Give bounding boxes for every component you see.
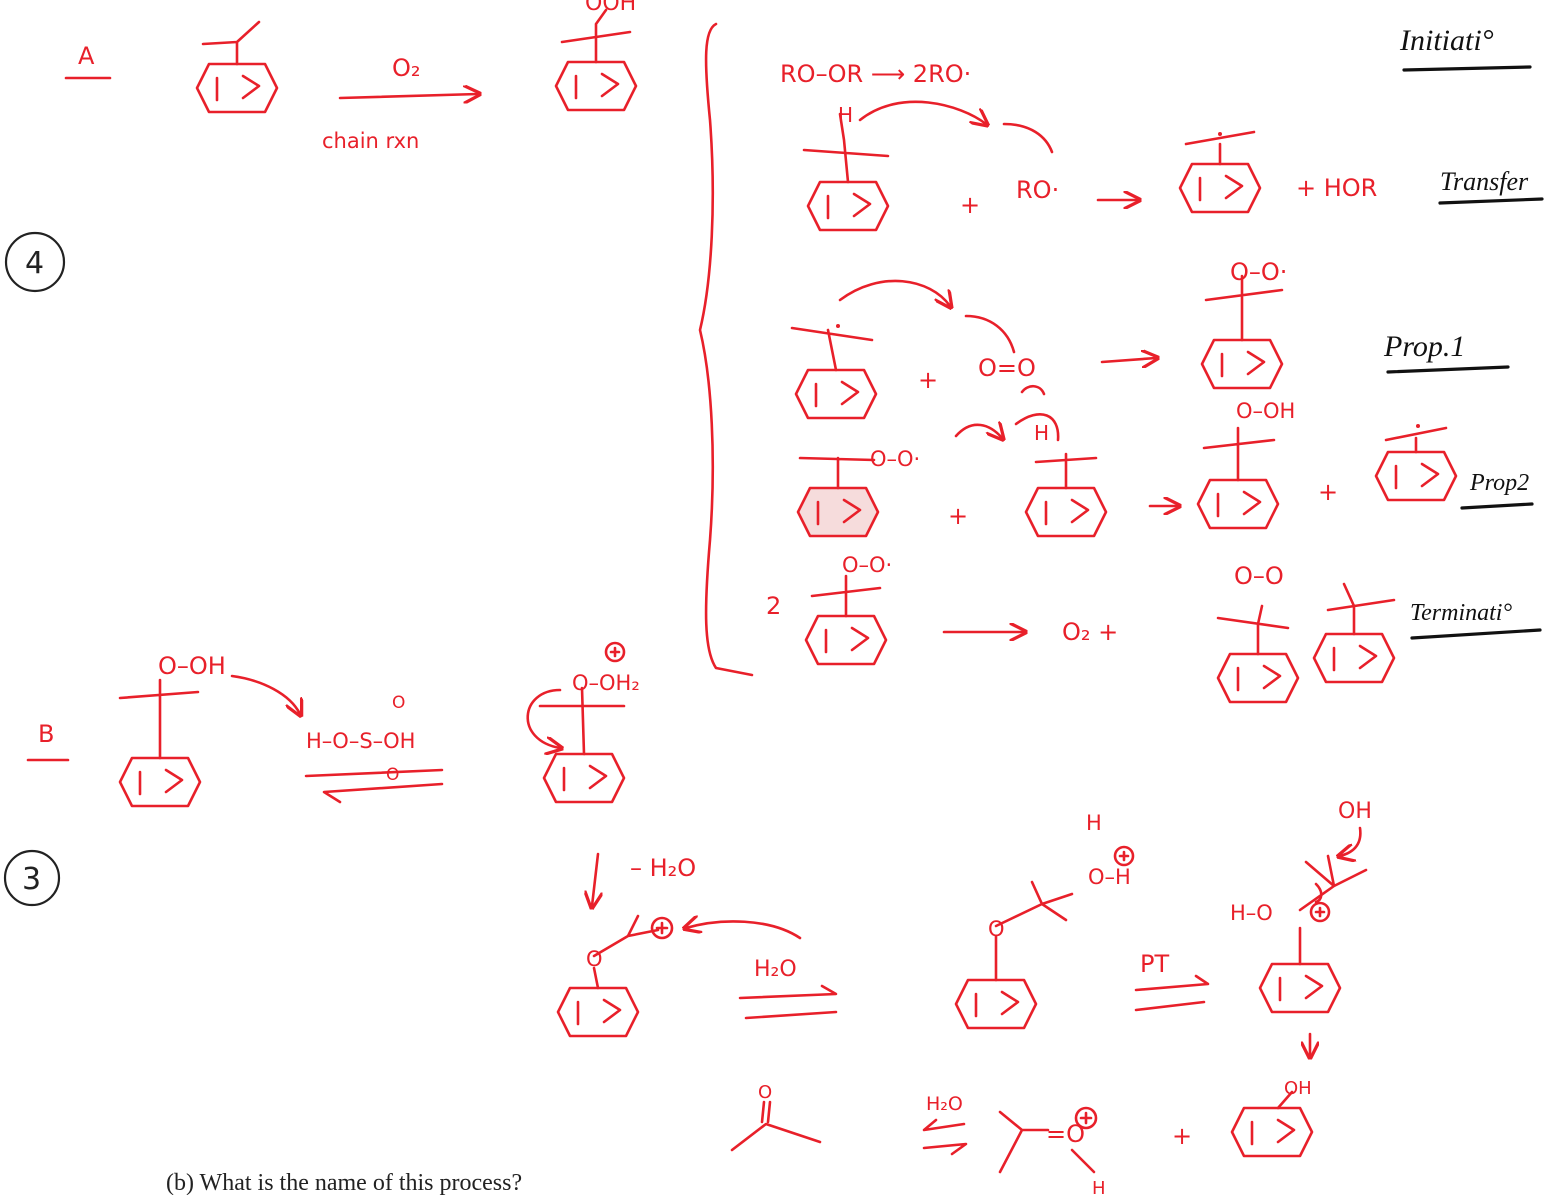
oxonium-h: H xyxy=(1086,811,1102,835)
ro-radical: RO· xyxy=(1016,176,1059,204)
svg-text:3: 3 xyxy=(22,862,41,897)
svg-text:H: H xyxy=(838,103,853,127)
svg-text:H: H xyxy=(1092,1178,1106,1195)
oxonium-oh: O–H xyxy=(1088,865,1131,889)
transfer-cumene xyxy=(802,112,890,232)
circled-3: 3 xyxy=(3,849,61,907)
step-transfer: Transfer xyxy=(1440,167,1529,196)
svg-text:4: 4 xyxy=(25,246,44,281)
dicumyl-peroxide xyxy=(1216,582,1396,704)
b-hydroperoxide xyxy=(118,678,202,808)
prop2-cumene xyxy=(1024,452,1108,538)
svg-text:OH: OH xyxy=(1338,799,1372,824)
chain-rxn-label: chain rxn xyxy=(322,129,419,153)
water-equilibrium-label: H₂O xyxy=(926,1093,963,1115)
cumene-hydroperoxide xyxy=(554,8,638,112)
svg-text:+: + xyxy=(918,366,938,394)
minus-water: – H₂O xyxy=(630,854,696,882)
svg-text:H–O: H–O xyxy=(1230,901,1273,925)
svg-text:O–OH: O–OH xyxy=(1236,399,1295,423)
svg-text:O–OH₂: O–OH₂ xyxy=(572,671,640,695)
water-nucleophile: H₂O xyxy=(754,957,797,982)
hemiketal-oxonium xyxy=(954,880,1074,1030)
question-text: (b) What is the name of this process? xyxy=(166,1170,522,1195)
cumyl-radical xyxy=(1178,130,1262,214)
equilibrium-3 xyxy=(1134,974,1210,992)
svg-text:O–O·: O–O· xyxy=(842,553,892,577)
oxocarbenium-ion xyxy=(556,914,660,1038)
prop2-hydroperoxide xyxy=(1196,426,1280,530)
svg-text:+: + xyxy=(1172,1122,1192,1150)
step-termination: Terminati° xyxy=(1410,600,1512,626)
protonated-peroxide xyxy=(538,686,626,804)
svg-text:O–OH: O–OH xyxy=(158,652,226,680)
part-a-label: A xyxy=(78,42,95,70)
ooh-label: OOH xyxy=(585,0,636,16)
equilibrium-1 xyxy=(304,768,444,778)
initiation-equation: RO–OR ⟶ 2RO· xyxy=(780,60,971,88)
step-initiation: Initiati° xyxy=(1399,24,1494,57)
prop2-peroxy xyxy=(796,456,880,538)
equilibrium-2 xyxy=(738,984,838,1000)
svg-text:O–O·: O–O· xyxy=(1230,258,1287,286)
prop1-cumyl-radical xyxy=(790,324,878,420)
svg-text:O: O xyxy=(758,1082,772,1103)
svg-text:O–O·: O–O· xyxy=(870,447,920,471)
svg-text:+: + xyxy=(960,191,980,219)
coefficient-2: 2 xyxy=(766,592,781,620)
term-peroxy xyxy=(804,574,888,666)
equilibrium-4 xyxy=(922,1118,966,1132)
o2-plus: O₂ + xyxy=(1062,618,1118,646)
svg-text:O–O: O–O xyxy=(1234,562,1284,590)
peroxy-radical-product xyxy=(1200,274,1284,390)
circled-4: 4 xyxy=(4,231,66,293)
step-prop2: Prop2 xyxy=(1469,470,1529,496)
svg-text:O: O xyxy=(988,917,1005,941)
svg-text:H: H xyxy=(1034,421,1049,445)
prop2-cumyl-radical xyxy=(1374,424,1458,502)
mechanism-brace xyxy=(698,22,754,677)
hor-product: + HOR xyxy=(1296,174,1377,202)
proton-transfer: PT xyxy=(1140,950,1169,978)
cumene-reactant xyxy=(195,20,279,114)
o2-reagent: O₂ xyxy=(392,54,421,82)
svg-text:OH: OH xyxy=(1284,1078,1312,1099)
step-prop1: Prop.1 xyxy=(1383,330,1465,363)
svg-text:+: + xyxy=(1318,478,1338,506)
svg-text:+: + xyxy=(948,502,968,530)
part-b-label: B xyxy=(38,720,54,748)
svg-text:O: O xyxy=(386,765,399,785)
svg-text:O: O xyxy=(586,947,603,971)
arrow-a xyxy=(338,94,478,98)
acetone xyxy=(730,1100,822,1152)
phenol xyxy=(1230,1090,1314,1158)
protonated-phenyl-ether xyxy=(1258,854,1368,1014)
protonated-acetone xyxy=(998,1110,1050,1174)
sulfuric-acid: H–O–S–OH xyxy=(306,729,415,753)
svg-text:O: O xyxy=(392,693,405,713)
oxygen-molecule: O=O xyxy=(978,354,1036,382)
